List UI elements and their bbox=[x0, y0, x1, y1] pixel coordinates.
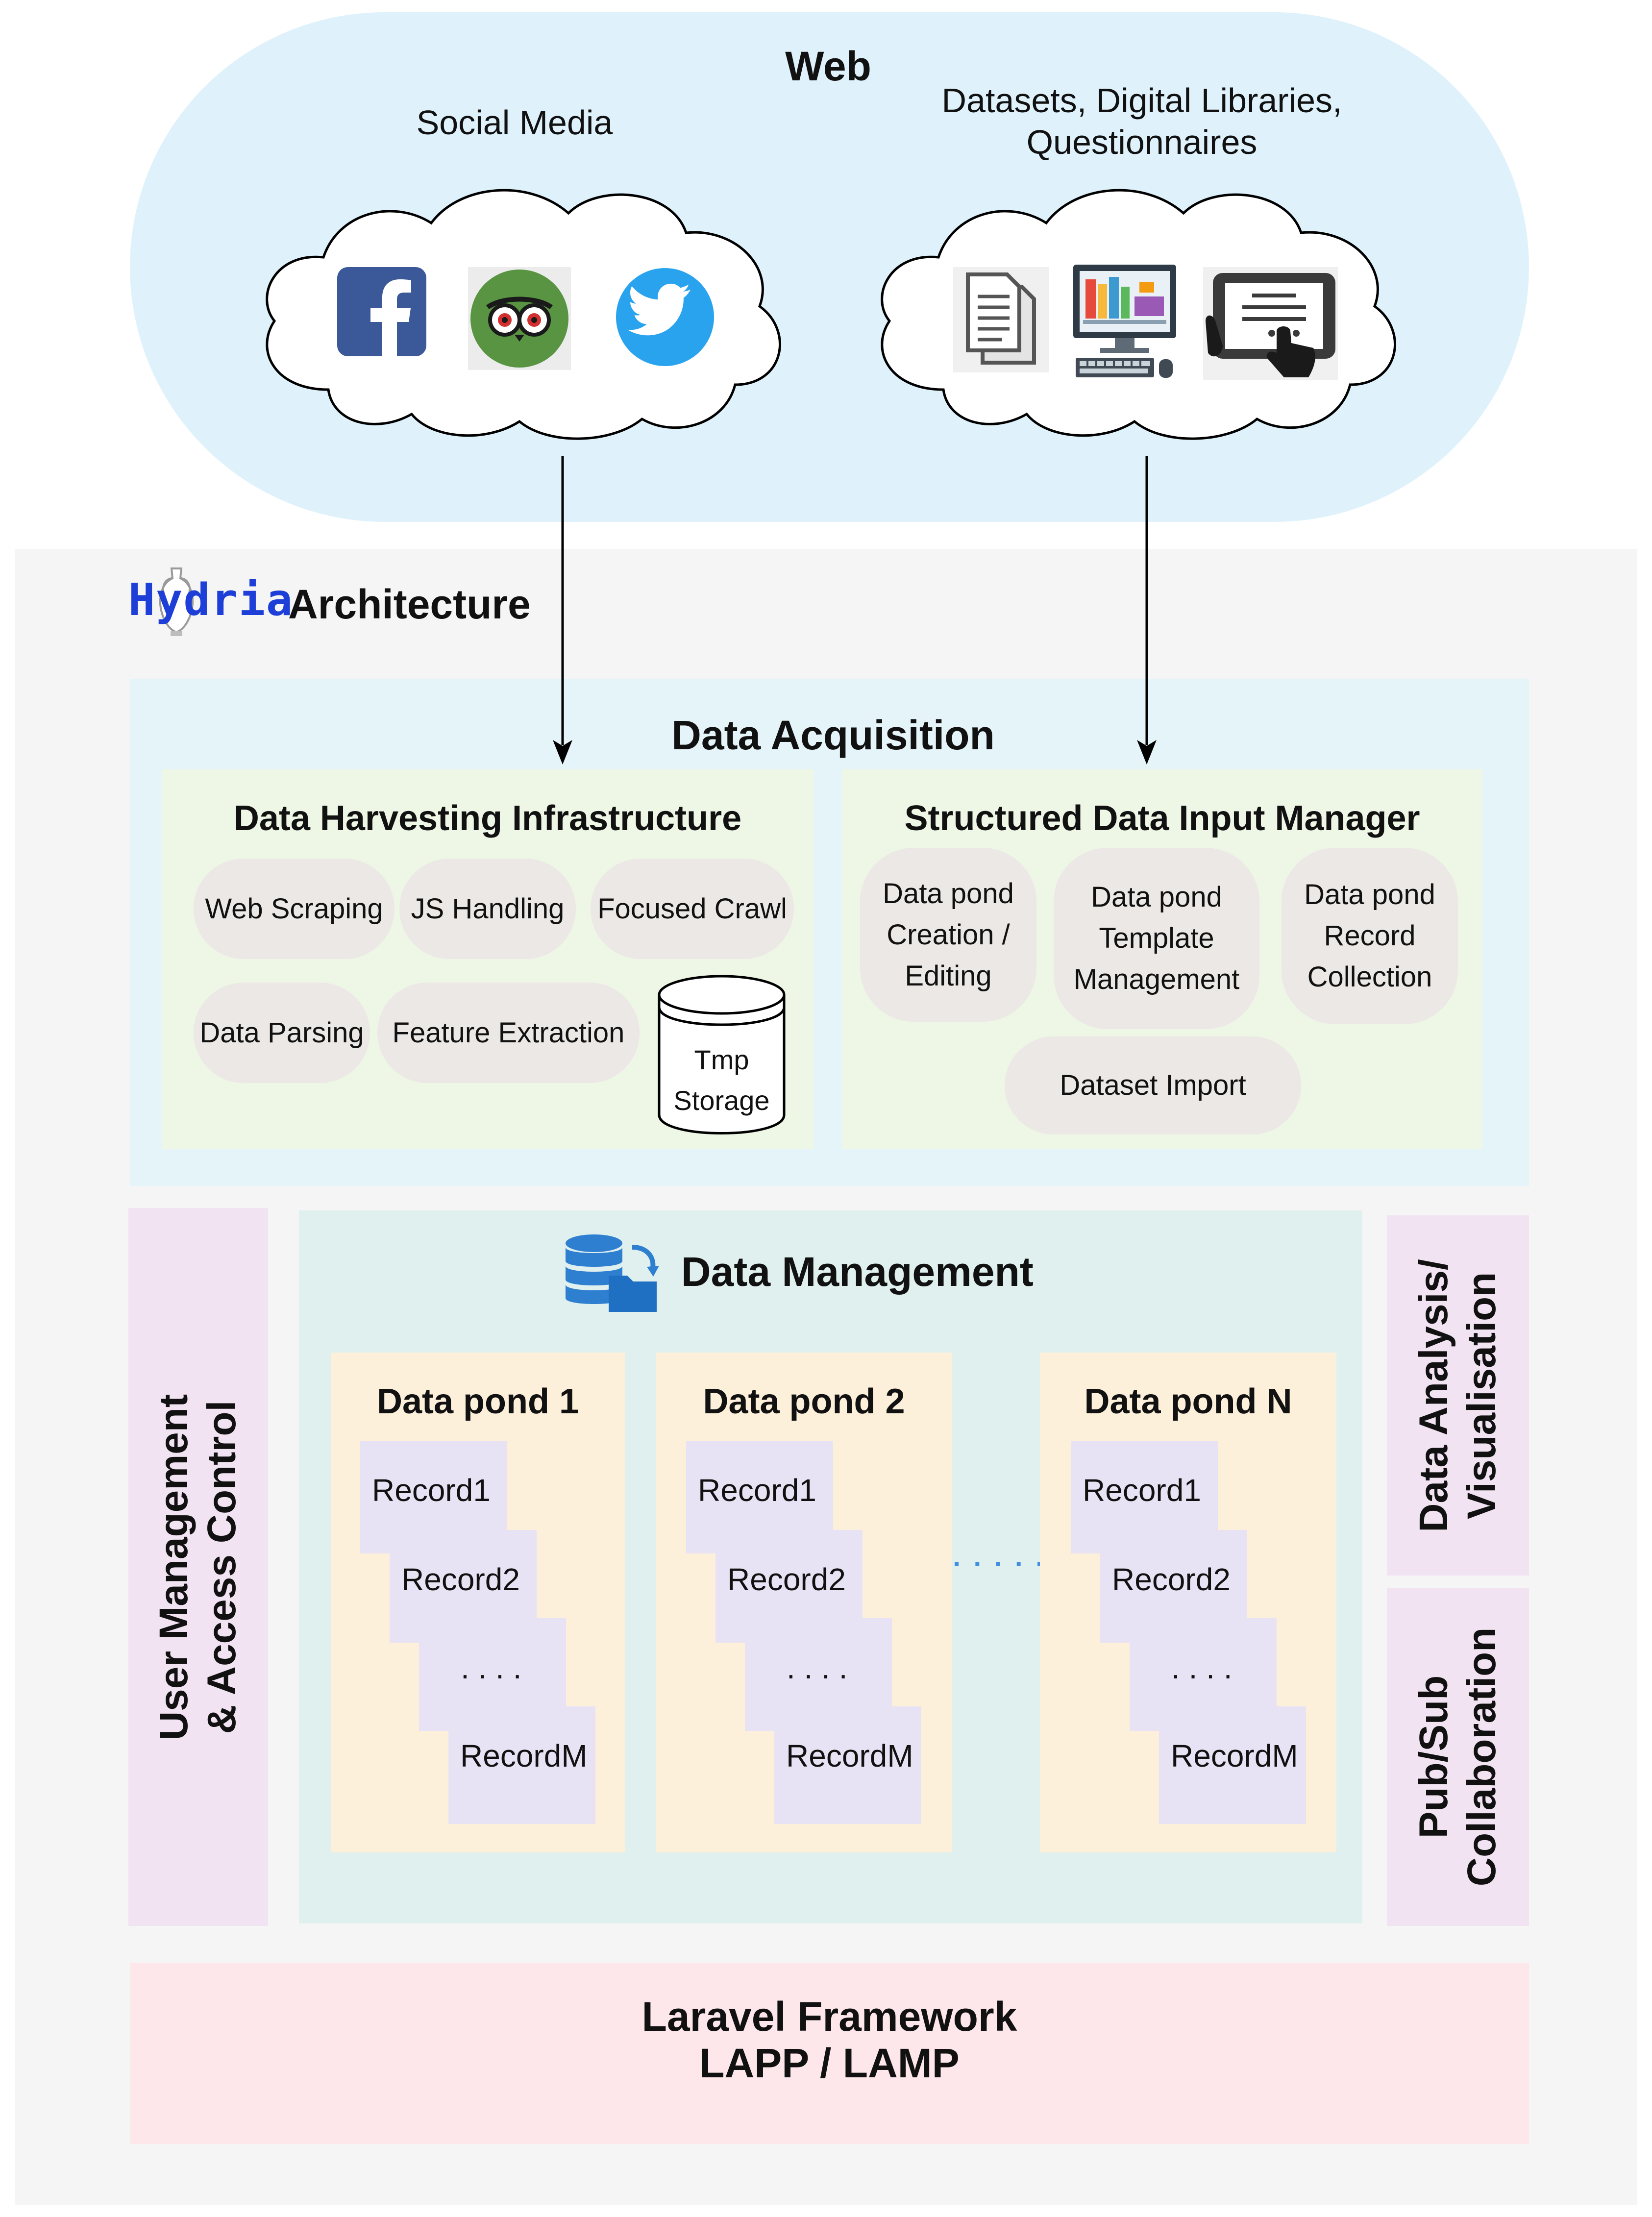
twitter-icon bbox=[616, 268, 714, 366]
datapond-creation-line1: Data pond bbox=[883, 877, 1014, 910]
datapond-creation-pill: Data pond Creation / Editing bbox=[860, 848, 1036, 1022]
data-harvesting-title: Data Harvesting Infrastructure bbox=[233, 799, 742, 838]
datapond-record-pill: Data pond Record Collection bbox=[1282, 848, 1458, 1024]
data-acquisition-title: Data Acquisition bbox=[671, 712, 995, 758]
arrow-datasets-to-structured bbox=[1137, 456, 1157, 764]
datasets-label-line1: Datasets, Digital Libraries, bbox=[941, 81, 1342, 120]
database-sync-icon bbox=[566, 1234, 659, 1312]
tripadvisor-icon bbox=[468, 267, 571, 370]
arrow-social-to-harvesting bbox=[553, 456, 572, 764]
datasets-label-line2: Questionnaires bbox=[1026, 123, 1257, 161]
datapond-creation-line3: Editing bbox=[905, 960, 992, 992]
hydria-logo-text: Hydria bbox=[128, 574, 294, 626]
data-pond-1-title: Data pond 1 bbox=[376, 1382, 579, 1421]
framework-line1: Laravel Framework bbox=[641, 1993, 1017, 2040]
user-management-line1: User Management bbox=[151, 1394, 197, 1740]
datapond-template-line3: Management bbox=[1073, 963, 1240, 995]
data-parsing-pill: Data Parsing bbox=[194, 983, 370, 1083]
data-pond-ellipsis: · · · · · bbox=[953, 1548, 1047, 1579]
pond-n-record-1: Record1 bbox=[1071, 1441, 1218, 1553]
datapond-creation-line2: Creation / bbox=[887, 918, 1010, 951]
datapond-record-line1: Data pond bbox=[1304, 879, 1435, 911]
pond-1-record-m: RecordM bbox=[448, 1706, 595, 1824]
data-analysis-line1: Data Analysis/ bbox=[1411, 1258, 1456, 1532]
social-media-label: Social Media bbox=[416, 103, 613, 142]
tmp-storage-line1: Tmp bbox=[694, 1044, 749, 1075]
user-management-line2: & Access Control bbox=[199, 1400, 245, 1734]
framework-panel bbox=[130, 1963, 1529, 2144]
data-pond-n-title: Data pond N bbox=[1084, 1382, 1292, 1421]
web-scraping-pill: Web Scraping bbox=[194, 859, 395, 959]
data-pond-2-title: Data pond 2 bbox=[703, 1382, 905, 1421]
pubsub-line2: Collaboration bbox=[1459, 1627, 1504, 1887]
architecture-title: Architecture bbox=[288, 581, 531, 627]
structured-data-title: Structured Data Input Manager bbox=[904, 799, 1420, 838]
user-management-label: User Management & Access Control bbox=[150, 1394, 247, 1740]
pond-2-record-m: RecordM bbox=[774, 1706, 921, 1824]
js-handling-pill: JS Handling bbox=[399, 859, 576, 959]
hydria-amphora-icon bbox=[159, 567, 194, 636]
dataset-import-pill: Dataset Import bbox=[1005, 1036, 1301, 1134]
framework-line2: LAPP / LAMP bbox=[699, 2040, 960, 2086]
hydria-logo: Hydria bbox=[128, 564, 294, 637]
documents-icon bbox=[953, 267, 1049, 372]
datapond-record-line3: Collection bbox=[1307, 961, 1432, 993]
tablet-questionnaire-icon bbox=[1203, 267, 1338, 380]
user-management-panel: User Management & Access Control bbox=[128, 1208, 268, 1926]
pond-n-record-m: RecordM bbox=[1159, 1706, 1306, 1824]
digital-library-icon bbox=[1073, 265, 1176, 378]
data-analysis-panel: Data Analysis/ Visualisation bbox=[1387, 1215, 1529, 1576]
facebook-icon bbox=[337, 267, 426, 356]
datapond-template-line2: Template bbox=[1099, 922, 1214, 954]
data-analysis-label: Data Analysis/ Visualisation bbox=[1410, 1259, 1506, 1532]
pubsub-label: Pub/Sub Collaboration bbox=[1410, 1627, 1506, 1886]
datapond-template-line1: Data pond bbox=[1091, 881, 1222, 913]
tmp-storage-line2: Storage bbox=[673, 1085, 770, 1116]
focused-crawl-pill: Focused Crawl bbox=[591, 859, 794, 959]
tmp-storage-cylinder-icon bbox=[658, 975, 786, 1134]
pubsub-panel: Pub/Sub Collaboration bbox=[1387, 1588, 1529, 1926]
data-analysis-line2: Visualisation bbox=[1459, 1272, 1504, 1519]
feature-extraction-pill: Feature Extraction bbox=[377, 983, 640, 1083]
datapond-record-line2: Record bbox=[1324, 920, 1416, 952]
datapond-template-pill: Data pond Template Management bbox=[1054, 848, 1259, 1029]
web-title: Web bbox=[785, 43, 871, 89]
data-management-title: Data Management bbox=[681, 1249, 1034, 1295]
pubsub-line1: Pub/Sub bbox=[1411, 1675, 1456, 1839]
